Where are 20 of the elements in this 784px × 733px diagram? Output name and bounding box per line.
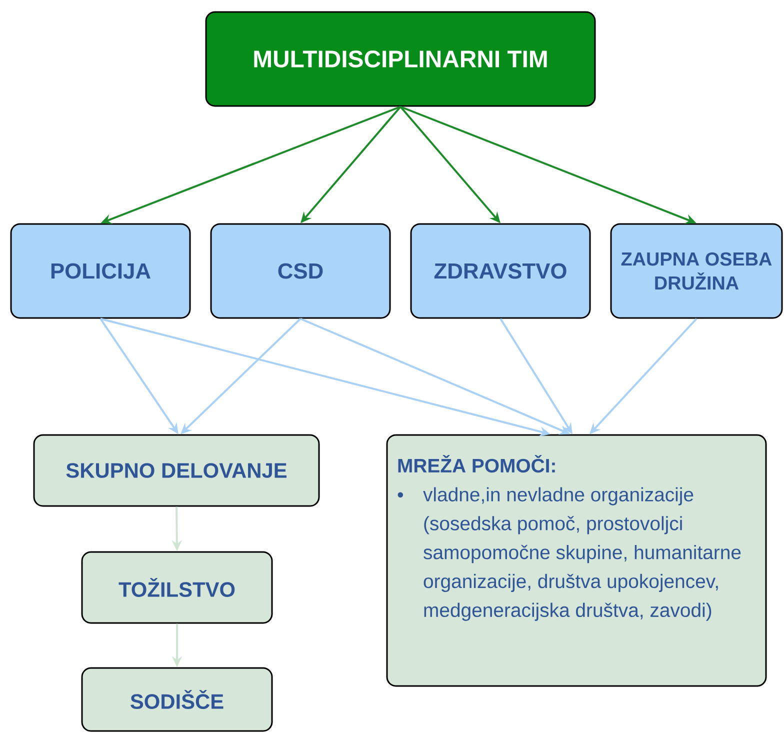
process-box xyxy=(81,667,273,732)
agency-box xyxy=(210,223,391,319)
box-label: MULTIDISCIPLINARNI TIM xyxy=(254,50,547,68)
box-label: ZDRAVSTVO xyxy=(434,263,566,279)
box-label: CSD xyxy=(278,263,323,279)
agency-box xyxy=(410,223,591,319)
box-label: TOŽILSTVO xyxy=(118,578,235,597)
agency-box xyxy=(610,223,783,319)
bullet: • xyxy=(398,492,404,498)
bullet-text: vladne,in nevladne organizacije (sosedska pomoč, prostovoljci samopomočne skupine, humanitarne organizacije, društva upokojencev, medgeneracijska društva, zavodi) xyxy=(423,487,741,621)
team-box xyxy=(205,11,596,107)
box-label: POLICIJA xyxy=(51,263,150,279)
box-label: SODIŠČE xyxy=(130,690,224,709)
box-label: ZAUPNA OSEBA DRUŽINA xyxy=(621,252,772,290)
agency-box xyxy=(10,223,191,319)
process-box xyxy=(33,434,320,507)
info-box xyxy=(386,434,767,687)
process-box xyxy=(81,551,273,624)
box-heading: MREŽA POMOČI: xyxy=(398,455,555,473)
box-label: SKUPNO DELOVANJE xyxy=(66,463,286,478)
